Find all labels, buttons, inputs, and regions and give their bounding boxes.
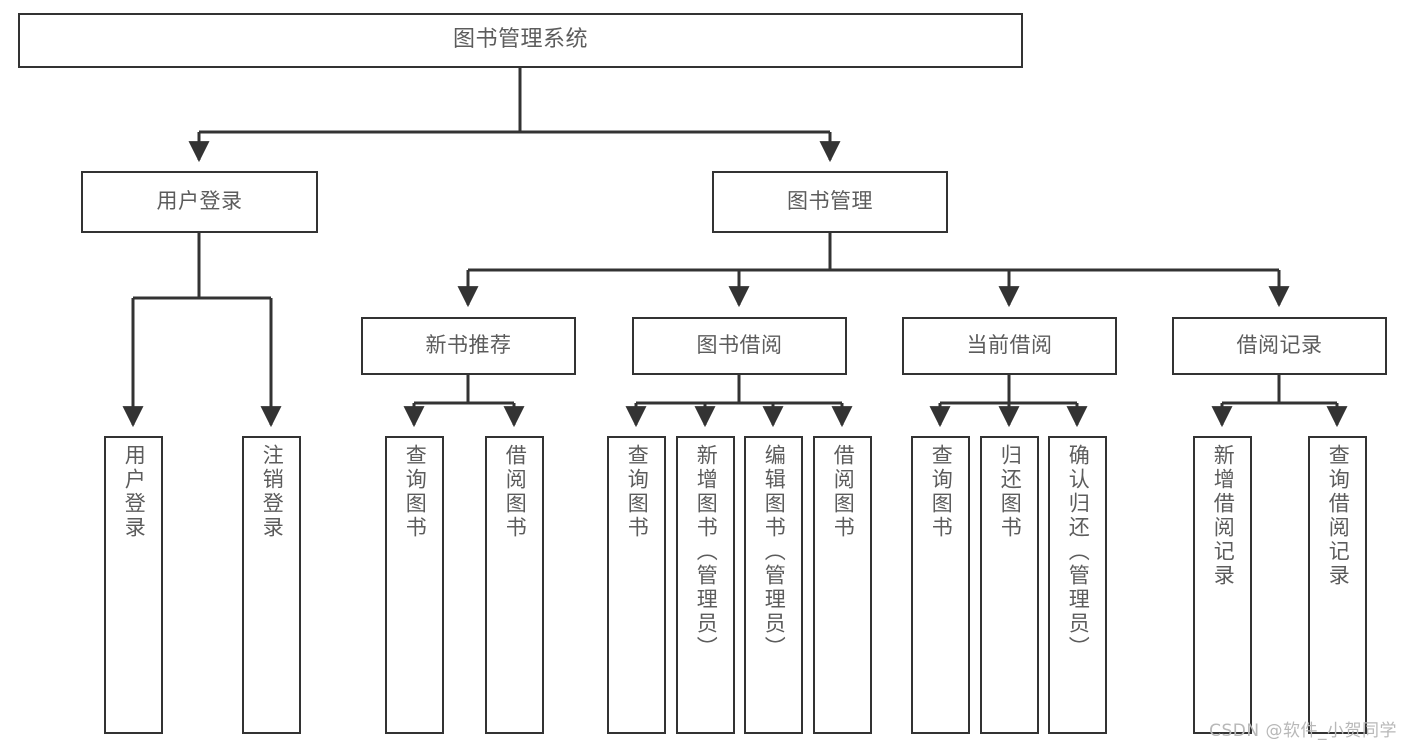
node-leaf-logout[interactable]: 注销登录: [242, 436, 301, 734]
node-book-borrow-label: 图书借阅: [696, 333, 783, 358]
node-leaf-confirm-return[interactable]: 确认归还（管理员）: [1048, 436, 1107, 734]
node-leaf-borrow-book-1-label: 借阅图书: [503, 444, 528, 540]
node-book-management-label: 图书管理: [787, 189, 873, 214]
node-leaf-user-login-label: 用户登录: [122, 444, 147, 540]
node-new-book-recommend[interactable]: 新书推荐: [361, 317, 576, 375]
node-new-book-recommend-label: 新书推荐: [425, 333, 512, 358]
node-leaf-query-record[interactable]: 查询借阅记录: [1308, 436, 1367, 734]
node-leaf-query-book-1-label: 查询图书: [403, 444, 428, 540]
node-borrow-record-label: 借阅记录: [1236, 333, 1323, 358]
node-leaf-return-book[interactable]: 归还图书: [980, 436, 1039, 734]
node-root-label: 图书管理系统: [452, 27, 588, 53]
node-leaf-add-book[interactable]: 新增图书（管理员）: [676, 436, 735, 734]
node-leaf-query-book-3-label: 查询图书: [929, 444, 954, 540]
node-user-login[interactable]: 用户登录: [81, 171, 318, 233]
node-leaf-borrow-book-1[interactable]: 借阅图书: [485, 436, 544, 734]
node-leaf-edit-book-label: 编辑图书（管理员）: [762, 444, 787, 660]
node-leaf-query-book-1[interactable]: 查询图书: [385, 436, 444, 734]
node-current-borrow[interactable]: 当前借阅: [902, 317, 1117, 375]
node-book-borrow[interactable]: 图书借阅: [632, 317, 847, 375]
node-leaf-query-book-3[interactable]: 查询图书: [911, 436, 970, 734]
node-leaf-return-book-label: 归还图书: [998, 444, 1023, 540]
node-leaf-borrow-book-2-label: 借阅图书: [831, 444, 856, 540]
node-current-borrow-label: 当前借阅: [966, 333, 1053, 358]
node-leaf-borrow-book-2[interactable]: 借阅图书: [813, 436, 872, 734]
node-leaf-user-login[interactable]: 用户登录: [104, 436, 163, 734]
watermark-text: CSDN @软件_小贺同学: [1209, 721, 1397, 741]
node-leaf-query-book-2-label: 查询图书: [625, 444, 650, 540]
node-leaf-logout-label: 注销登录: [260, 444, 285, 540]
node-leaf-query-record-label: 查询借阅记录: [1326, 444, 1351, 588]
node-user-login-label: 用户登录: [156, 189, 243, 214]
node-borrow-record[interactable]: 借阅记录: [1172, 317, 1387, 375]
node-leaf-confirm-return-label: 确认归还（管理员）: [1066, 444, 1091, 660]
node-leaf-query-book-2[interactable]: 查询图书: [607, 436, 666, 734]
node-root[interactable]: 图书管理系统: [18, 13, 1023, 68]
node-leaf-edit-book[interactable]: 编辑图书（管理员）: [744, 436, 803, 734]
node-book-management[interactable]: 图书管理: [712, 171, 948, 233]
node-leaf-add-record[interactable]: 新增借阅记录: [1193, 436, 1252, 734]
node-leaf-add-record-label: 新增借阅记录: [1211, 444, 1236, 588]
node-leaf-add-book-label: 新增图书（管理员）: [694, 444, 719, 660]
